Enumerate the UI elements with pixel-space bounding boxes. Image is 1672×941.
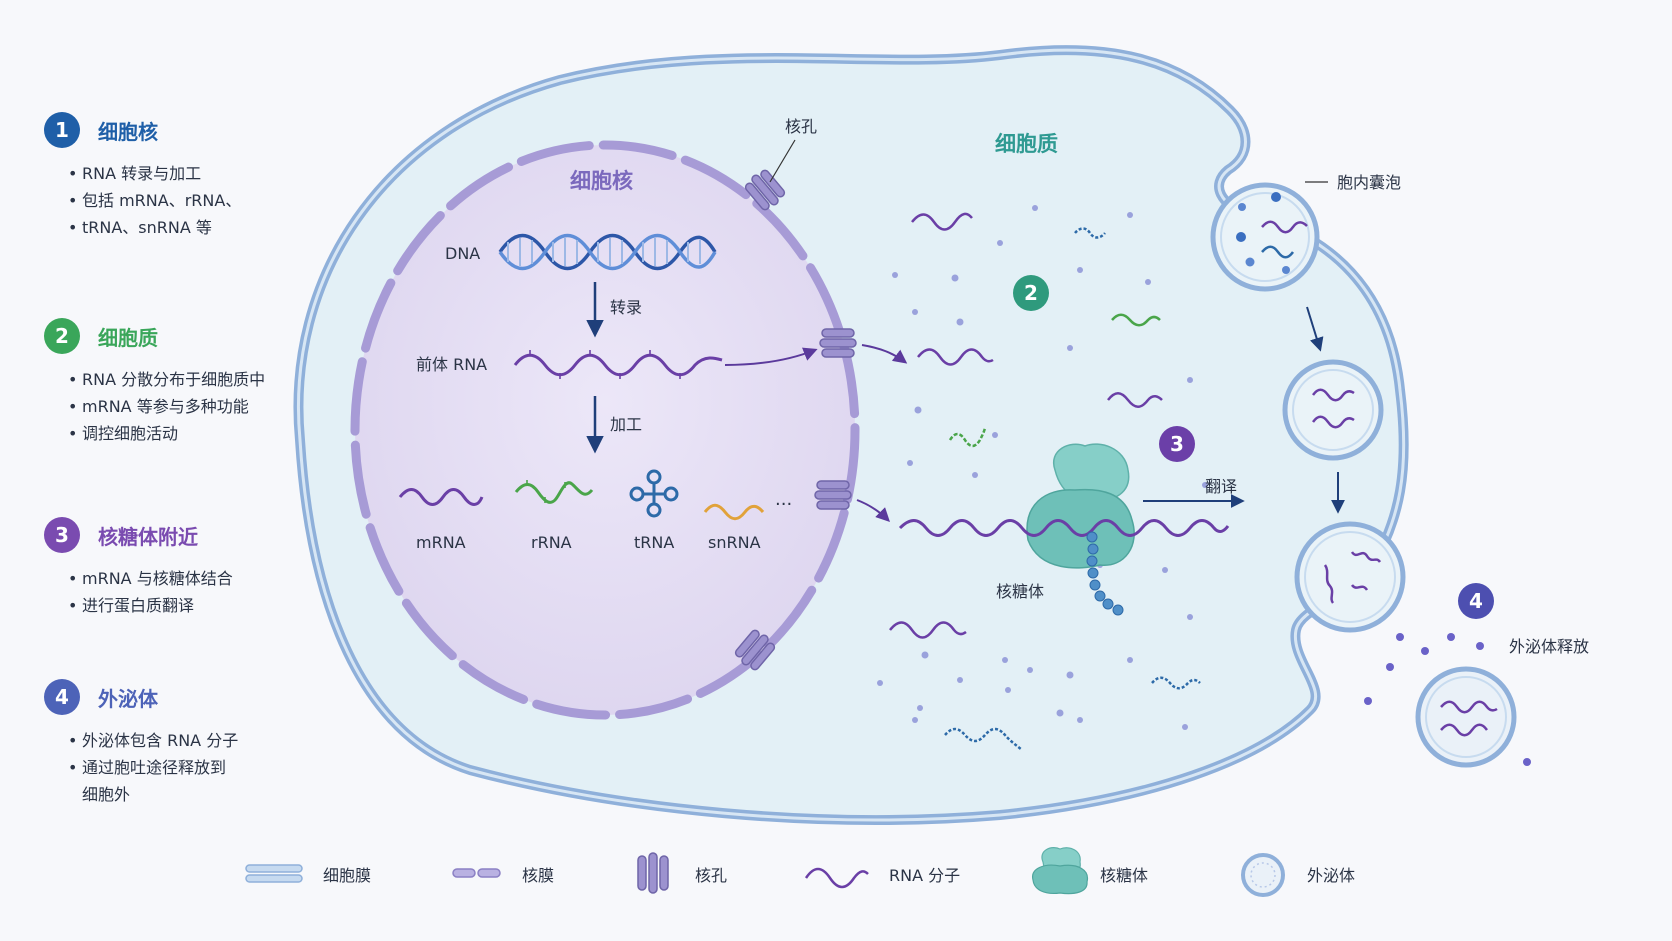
section-item: 包括 mRNA、rRNA、 — [68, 187, 344, 214]
legend-rna-icon — [804, 867, 869, 889]
pore-label: 核孔 — [785, 117, 817, 136]
vesicle-arrow-1 — [1306, 306, 1324, 352]
section-ribosome: 3 核糖体附近 mRNA 与核糖体结合 进行蛋白质翻译 — [44, 515, 344, 619]
section-title-cytoplasm: 细胞质 — [98, 325, 158, 350]
dna-helix — [498, 233, 717, 271]
transcription-label: 转录 — [610, 298, 642, 317]
section-item: mRNA 等参与多种功能 — [68, 393, 344, 420]
legend-cell-membrane-label: 细胞膜 — [323, 866, 371, 885]
badge-cytoplasm: 2 — [1013, 275, 1049, 311]
snrna-icon — [703, 503, 765, 521]
section-item-continuation: 细胞外 — [82, 785, 131, 804]
svg-text:3: 3 — [1170, 432, 1184, 456]
exosome-release-label: 外泌体释放 — [1509, 637, 1589, 656]
ribosome-label: 核糖体 — [996, 582, 1044, 601]
cytoplasm-rna — [889, 212, 1201, 751]
section-exosome: 4 外泌体 外泌体包含 RNA 分子 通过胞吐途径释放到 细胞外 — [44, 677, 344, 808]
section-item: 调控细胞活动 — [68, 420, 344, 447]
nuclear-envelope — [350, 140, 860, 720]
section-item: mRNA 与核糖体结合 — [68, 565, 344, 592]
section-item: RNA 转录与加工 — [68, 160, 344, 187]
rna-type-trna-label: tRNA — [634, 533, 674, 552]
legend-cell-membrane-icon — [245, 864, 303, 883]
rna-type-snrna-label: snRNA — [708, 533, 761, 552]
svg-text:4: 4 — [1469, 589, 1483, 613]
nucleus-title: 细胞核 — [570, 169, 633, 193]
multivesicular-body — [1294, 521, 1406, 633]
export-arrow-upper — [861, 344, 908, 364]
badge-ribosome: 3 — [1159, 426, 1195, 462]
nuclear-pore — [734, 629, 776, 671]
legend: 细胞膜 核膜 核孔 RNA 分子 核糖体 外泌体 — [245, 847, 1355, 897]
translation-label: 翻译 — [1205, 477, 1237, 496]
dna-label: DNA — [445, 244, 480, 263]
rna-ellipsis: ··· — [775, 494, 792, 515]
legend-rna-label: RNA 分子 — [889, 866, 960, 885]
section-number-2: 2 — [44, 318, 80, 354]
pore-leader-line — [769, 139, 796, 183]
section-item: 通过胞吐途径释放到 — [68, 754, 344, 781]
transport-vesicle — [1282, 359, 1384, 461]
cytoplasm-title: 细胞质 — [995, 132, 1058, 156]
legend-ribosome-label: 核糖体 — [1100, 866, 1148, 885]
section-number-4: 4 — [44, 679, 80, 715]
section-number-1: 1 — [44, 112, 80, 148]
mrna-icon — [398, 488, 484, 506]
export-arrow-lower — [856, 499, 890, 522]
svg-text:2: 2 — [1024, 281, 1038, 305]
rna-type-mrna-label: mRNA — [416, 533, 466, 552]
legend-nuclear-envelope-icon — [452, 868, 501, 878]
exosome — [1415, 666, 1517, 768]
legend-exosome-icon — [1241, 853, 1285, 897]
polypeptide-chain — [1086, 531, 1124, 616]
endosome — [1210, 182, 1320, 292]
rrna-icon — [514, 481, 594, 504]
trna-icon — [629, 469, 679, 518]
section-cytoplasm: 2 细胞质 RNA 分散分布于细胞质中 mRNA 等参与多种功能 调控细胞活动 — [44, 316, 344, 447]
legend-nuclear-envelope-label: 核膜 — [522, 866, 554, 885]
processing-label: 加工 — [610, 415, 642, 434]
nuclear-pore — [819, 328, 857, 358]
section-number-3: 3 — [44, 517, 80, 553]
section-title-ribosome: 核糖体附近 — [98, 524, 198, 549]
legend-nuclear-pore-icon — [637, 852, 669, 894]
section-title-exosome: 外泌体 — [98, 686, 158, 711]
translating-mrna — [898, 519, 1230, 537]
released-particles — [1364, 633, 1531, 766]
rna-type-rrna-label: rRNA — [531, 533, 572, 552]
section-item: 外泌体包含 RNA 分子 — [68, 727, 344, 754]
section-item: 进行蛋白质翻译 — [68, 592, 344, 619]
section-item: RNA 分散分布于细胞质中 — [68, 366, 344, 393]
legend-ribosome-icon — [1032, 847, 1089, 895]
legend-nuclear-pore-label: 核孔 — [695, 866, 727, 885]
nuclear-pore — [744, 169, 786, 211]
section-item: tRNA、snRNA 等 — [68, 214, 344, 241]
nucleus — [350, 140, 860, 720]
badge-exosome: 4 — [1458, 583, 1494, 619]
nuclear-pore — [814, 480, 852, 510]
pre-rna-export-arrow — [724, 347, 818, 366]
section-title-nucleus: 细胞核 — [98, 119, 158, 144]
legend-exosome-label: 外泌体 — [1307, 866, 1355, 885]
section-nucleus: 1 细胞核 RNA 转录与加工 包括 mRNA、rRNA、 tRNA、snRNA… — [44, 110, 344, 241]
pre-rna-label: 前体 RNA — [416, 355, 487, 374]
endosome-label: 胞内囊泡 — [1337, 173, 1401, 192]
ribosome — [1026, 443, 1135, 569]
